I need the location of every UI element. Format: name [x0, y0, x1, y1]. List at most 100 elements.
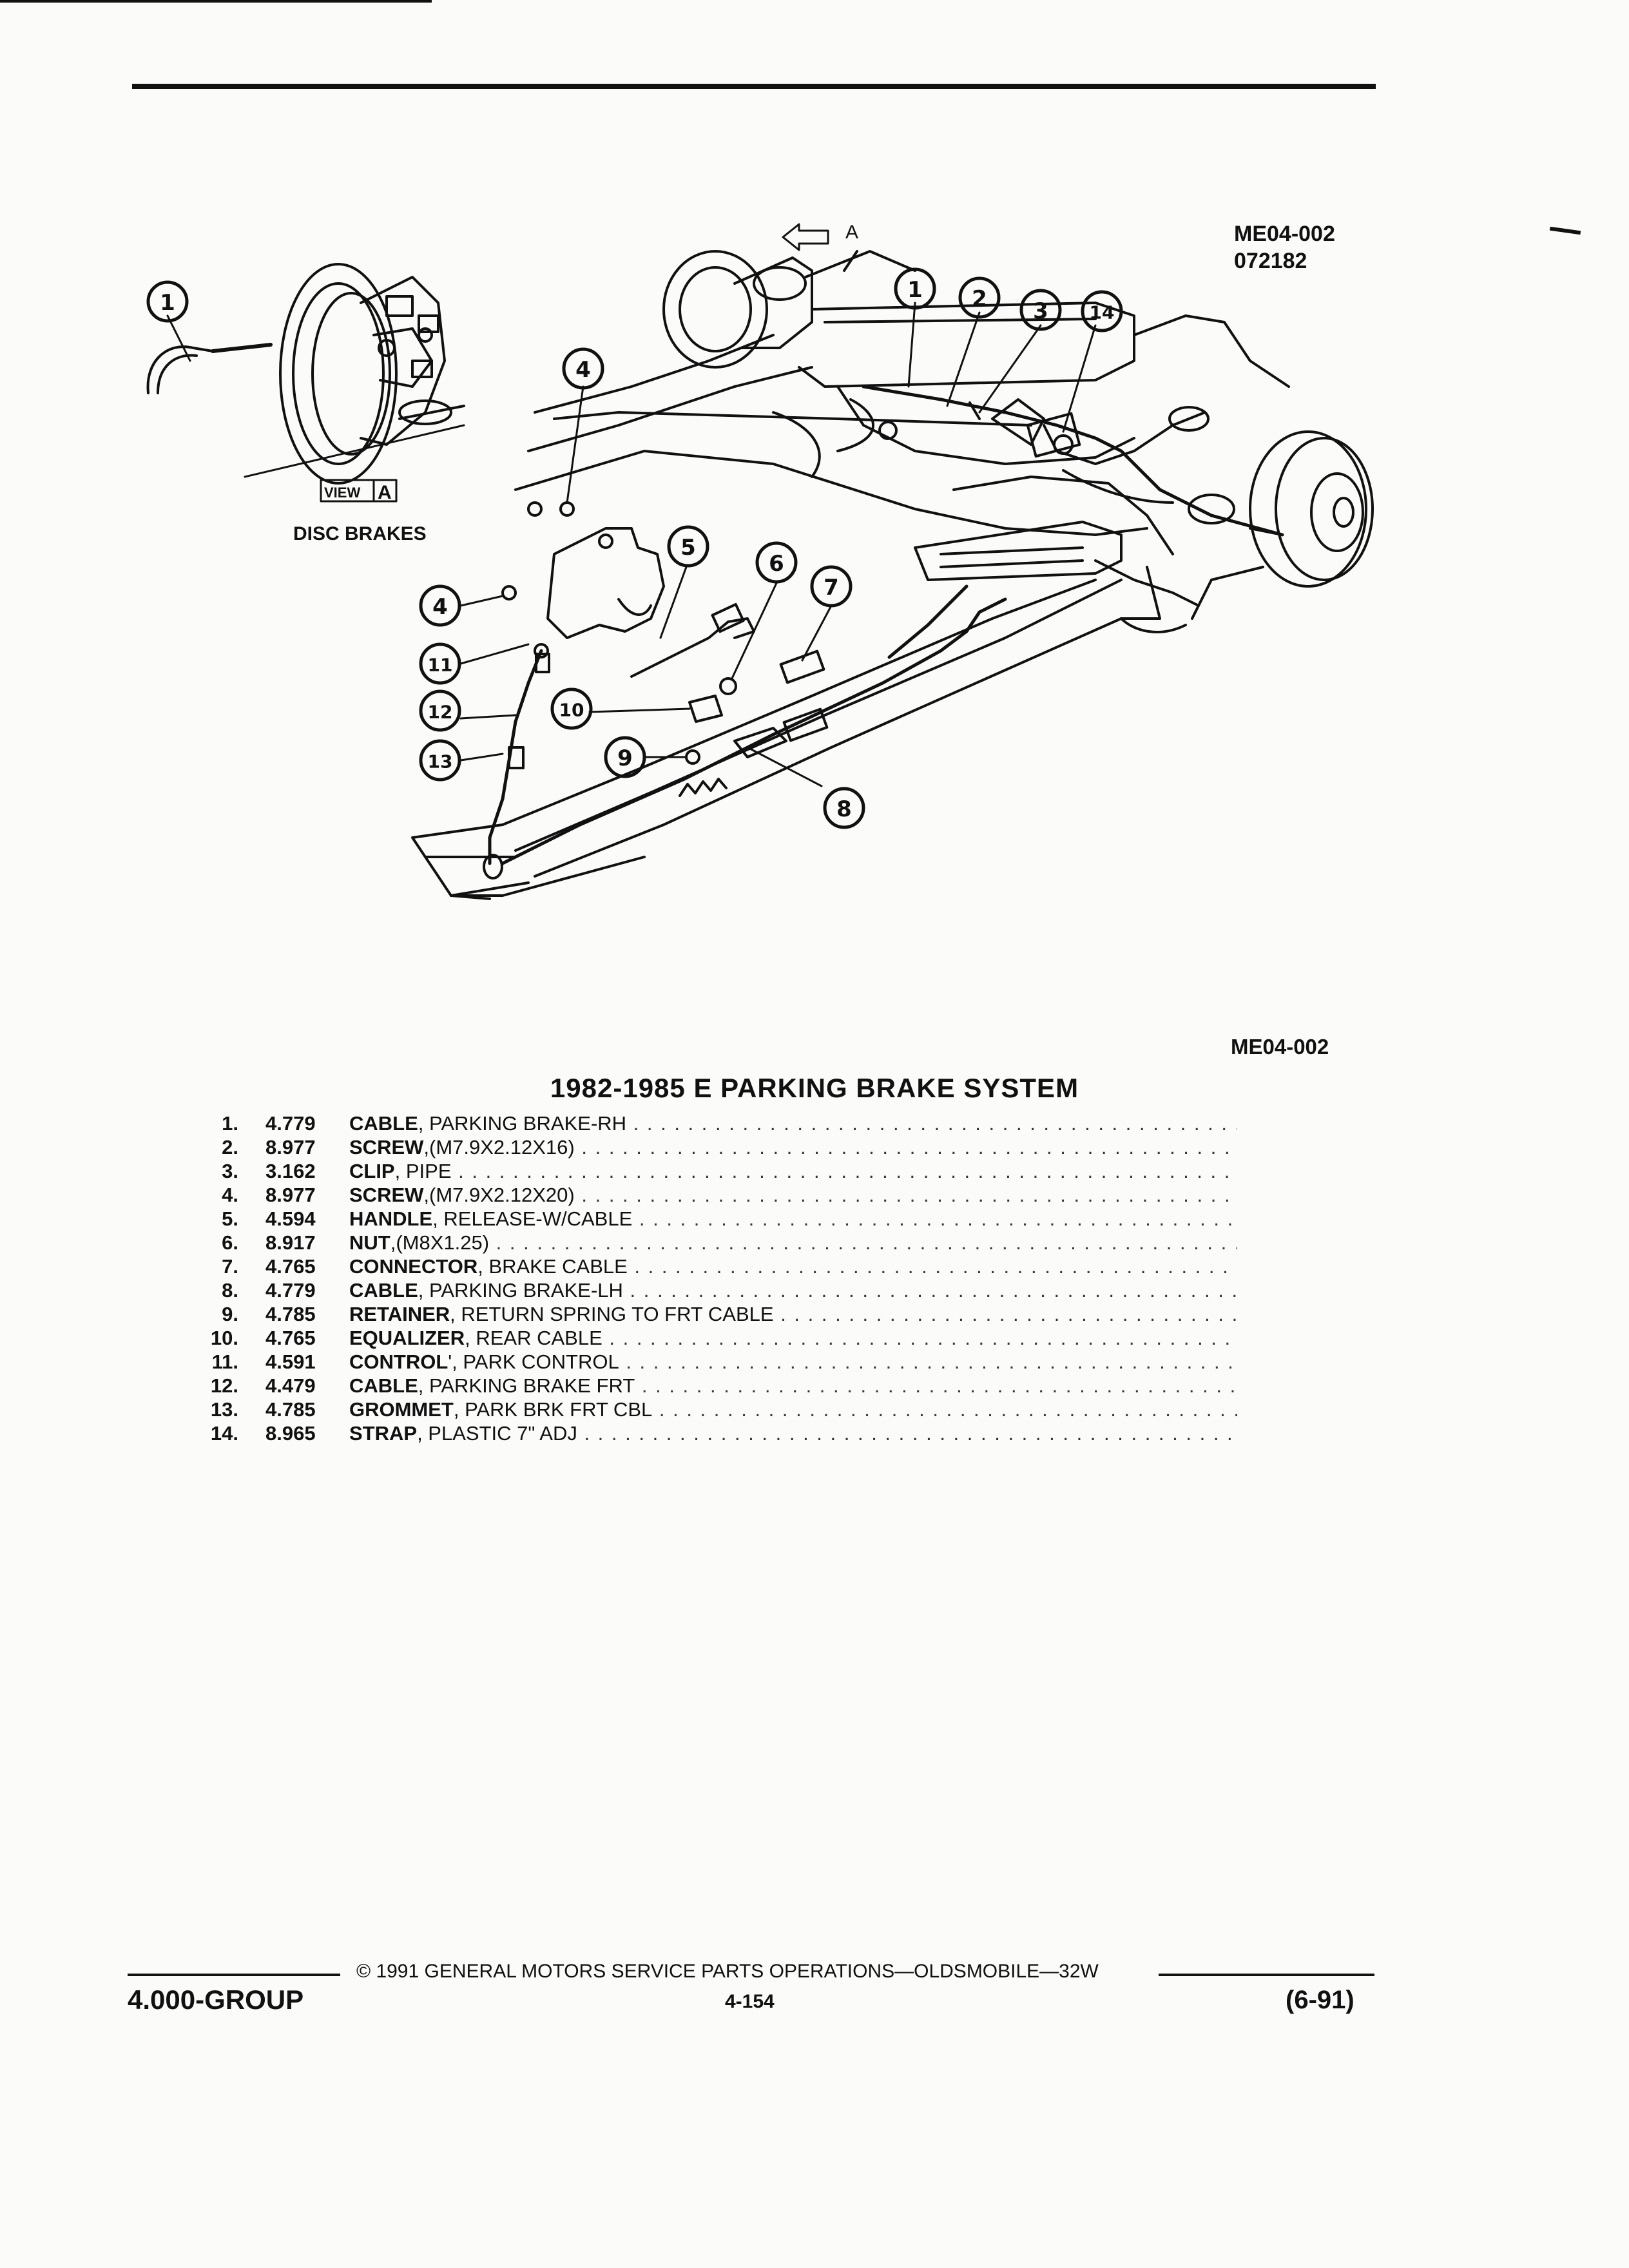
leader-lines	[166, 302, 1097, 787]
part-number: 9.	[222, 1303, 238, 1325]
part-name: CLIP	[349, 1160, 395, 1182]
diagram-code: ME04-002	[1234, 222, 1335, 246]
part-number: 1.	[222, 1112, 238, 1135]
part-code: 4.779	[265, 1112, 316, 1135]
part-number: 13.	[210, 1398, 238, 1421]
part-code: 4.779	[265, 1279, 316, 1302]
diagram-bottom-code: ME04-002	[1231, 1035, 1329, 1059]
callout-2: 2	[972, 286, 987, 312]
part-detail: , PARKING BRAKE FRT	[418, 1374, 635, 1397]
part-description: CLIP, PIPE . . . . . . . . . . . . . . .…	[349, 1159, 1237, 1183]
part-detail: , BRAKE CABLE	[477, 1255, 628, 1278]
dot-leader: . . . . . . . . . . . . . . . . . . . . …	[633, 1112, 1237, 1135]
part-code: 4.765	[265, 1255, 316, 1278]
part-detail: , PARKING BRAKE-RH	[418, 1112, 627, 1135]
dot-leader: . . . . . . . . . . . . . . . . . . . . …	[496, 1231, 1237, 1254]
part-row: 9. 4.785 RETAINER, RETURN SPRING TO FRT CA…	[193, 1302, 1237, 1326]
inset-caption: DISC BRAKES	[293, 523, 427, 544]
callout-14: 14	[1090, 302, 1115, 323]
callout-8: 8	[836, 796, 852, 822]
callout-7: 7	[824, 575, 839, 601]
dot-leader: . . . . . . . . . . . . . . . . . . . . …	[630, 1279, 1237, 1302]
part-code: 4.765	[265, 1327, 316, 1349]
part-detail: , RELEASE-W/CABLE	[432, 1207, 633, 1230]
dot-leader: . . . . . . . . . . . . . . . . . . . . …	[609, 1327, 1237, 1349]
callout-6: 6	[769, 551, 784, 577]
part-row: 1. 4.779 CABLE, PARKING BRAKE-RH . . . . .…	[193, 1111, 1237, 1135]
small-parts	[501, 401, 1081, 797]
footer-group: 4.000-GROUP	[128, 1984, 304, 2015]
part-detail: , PIPE	[394, 1160, 452, 1182]
part-name: SCREW	[349, 1136, 424, 1158]
disc-brake-inset	[146, 263, 465, 485]
footer-page: 4-154	[725, 1991, 775, 2012]
part-description: NUT,(M8X1.25) . . . . . . . . . . . . . …	[349, 1231, 1237, 1254]
part-number: 4.	[222, 1184, 238, 1206]
brake-cables	[488, 385, 1284, 865]
part-detail: , PARKING BRAKE-LH	[418, 1279, 623, 1302]
top-left-rule	[0, 0, 432, 3]
footer-rule-right	[1159, 1974, 1374, 1976]
footer-rule-left	[128, 1974, 340, 1976]
part-description: RETAINER, RETURN SPRING TO FRT CABLE . .…	[349, 1302, 1237, 1326]
callout-10: 10	[559, 700, 584, 721]
part-name: CABLE	[349, 1374, 418, 1397]
callout-4-top: 4	[575, 357, 591, 383]
part-name: CABLE	[349, 1112, 418, 1135]
part-number: 6.	[222, 1231, 238, 1254]
part-name: CABLE	[349, 1279, 418, 1302]
diagram-date: 072182	[1234, 249, 1307, 273]
part-detail: ,(M7.9X2.12X16)	[423, 1136, 575, 1158]
part-detail: ,(M8X1.25)	[390, 1231, 490, 1254]
part-detail: , PARK BRK FRT CBL	[453, 1398, 653, 1421]
dot-leader: . . . . . . . . . . . . . . . . . . . . …	[458, 1160, 1237, 1182]
part-description: CABLE, PARKING BRAKE-LH . . . . . . . . …	[349, 1278, 1237, 1302]
part-code: 8.977	[265, 1184, 316, 1206]
part-number: 14.	[210, 1422, 238, 1445]
part-code: 8.977	[265, 1136, 316, 1158]
arrow-label: A	[845, 222, 858, 243]
part-code: 8.965	[265, 1422, 316, 1445]
part-code: 4.479	[265, 1374, 316, 1397]
footer-revision: (6-91)	[1286, 1986, 1354, 2014]
rear-axle-assembly	[527, 250, 1374, 607]
part-number: 10.	[210, 1327, 238, 1349]
part-number: 11.	[211, 1350, 238, 1373]
callout-11: 11	[428, 655, 453, 676]
callout-3: 3	[1033, 298, 1048, 324]
part-name: STRAP	[349, 1422, 418, 1445]
part-description: SCREW,(M7.9X2.12X16) . . . . . . . . . .…	[349, 1135, 1237, 1159]
part-detail: ,(M7.9X2.12X20)	[423, 1184, 575, 1206]
callout-5: 5	[680, 535, 696, 561]
part-detail: , REAR CABLE	[465, 1327, 602, 1349]
part-description: HANDLE, RELEASE-W/CABLE . . . . . . . . …	[349, 1207, 1237, 1231]
part-description: CABLE, PARKING BRAKE FRT . . . . . . . .…	[349, 1374, 1237, 1398]
part-description: STRAP, PLASTIC 7" ADJ . . . . . . . . . …	[349, 1421, 1237, 1445]
dot-leader: . . . . . . . . . . . . . . . . . . . . …	[626, 1350, 1237, 1373]
part-number: 7.	[222, 1255, 238, 1278]
callout-12: 12	[428, 702, 453, 723]
callout-4: 4	[432, 594, 448, 620]
part-code: 4.785	[265, 1303, 316, 1325]
part-code: 4.591	[265, 1350, 316, 1373]
part-name: CONNECTOR	[349, 1255, 478, 1278]
callout-1-inset: 1	[160, 290, 175, 316]
header-rule	[132, 84, 1376, 89]
part-detail: ', PARK CONTROL	[448, 1350, 619, 1373]
dot-leader: . . . . . . . . . . . . . . . . . . . . …	[639, 1207, 1237, 1230]
part-name: RETAINER	[349, 1303, 450, 1325]
part-code: 3.162	[265, 1160, 316, 1182]
dot-leader: . . . . . . . . . . . . . . . . . . . . …	[641, 1374, 1237, 1397]
dot-leader: . . . . . . . . . . . . . . . . . . . . …	[584, 1422, 1237, 1445]
view-letter: A	[378, 482, 392, 503]
